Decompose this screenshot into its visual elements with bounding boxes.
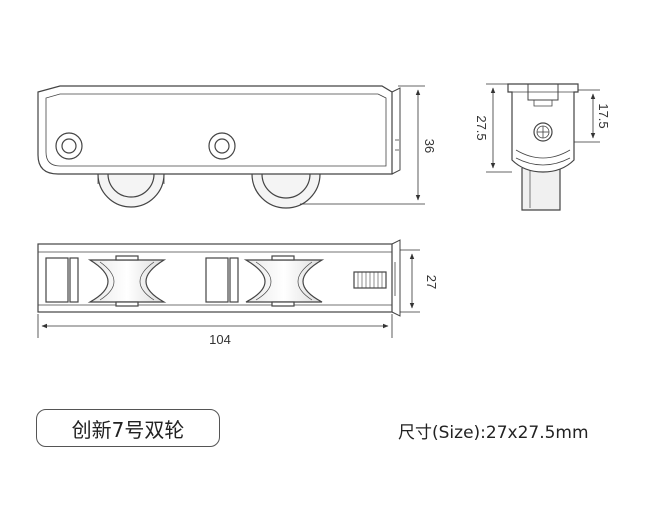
dimension-104 (37, 314, 393, 338)
top-screw (353, 271, 387, 289)
model-name-badge: 创新7号双轮 (36, 409, 220, 447)
dim-label-height-side: 36 (422, 139, 437, 153)
top-wheel-right (243, 255, 325, 307)
dimension-27 (400, 249, 420, 313)
end-screw (533, 122, 553, 142)
end-view (486, 83, 600, 211)
top-wheel-left (87, 255, 167, 307)
dim-label-length: 104 (209, 332, 231, 347)
model-name-text: 创新7号双轮 (71, 417, 185, 442)
size-spec-text: 尺寸(Size):27x27.5mm (398, 423, 589, 443)
top-view (37, 239, 420, 338)
dimension-27-5 (486, 83, 512, 173)
dim-label-height-top: 27 (424, 275, 439, 289)
side-wheel-left (97, 173, 165, 208)
side-body (37, 85, 393, 175)
dim-label-inner-end: 17.5 (596, 103, 611, 128)
end-shaft (521, 168, 561, 211)
dimension-36 (300, 85, 425, 205)
side-axle-right (208, 132, 236, 160)
dim-label-width-end: 27.5 (474, 115, 489, 140)
dimension-17-5 (574, 89, 600, 143)
side-axle-left (55, 132, 83, 160)
side-wheel-right (251, 173, 321, 209)
side-view (37, 85, 425, 209)
